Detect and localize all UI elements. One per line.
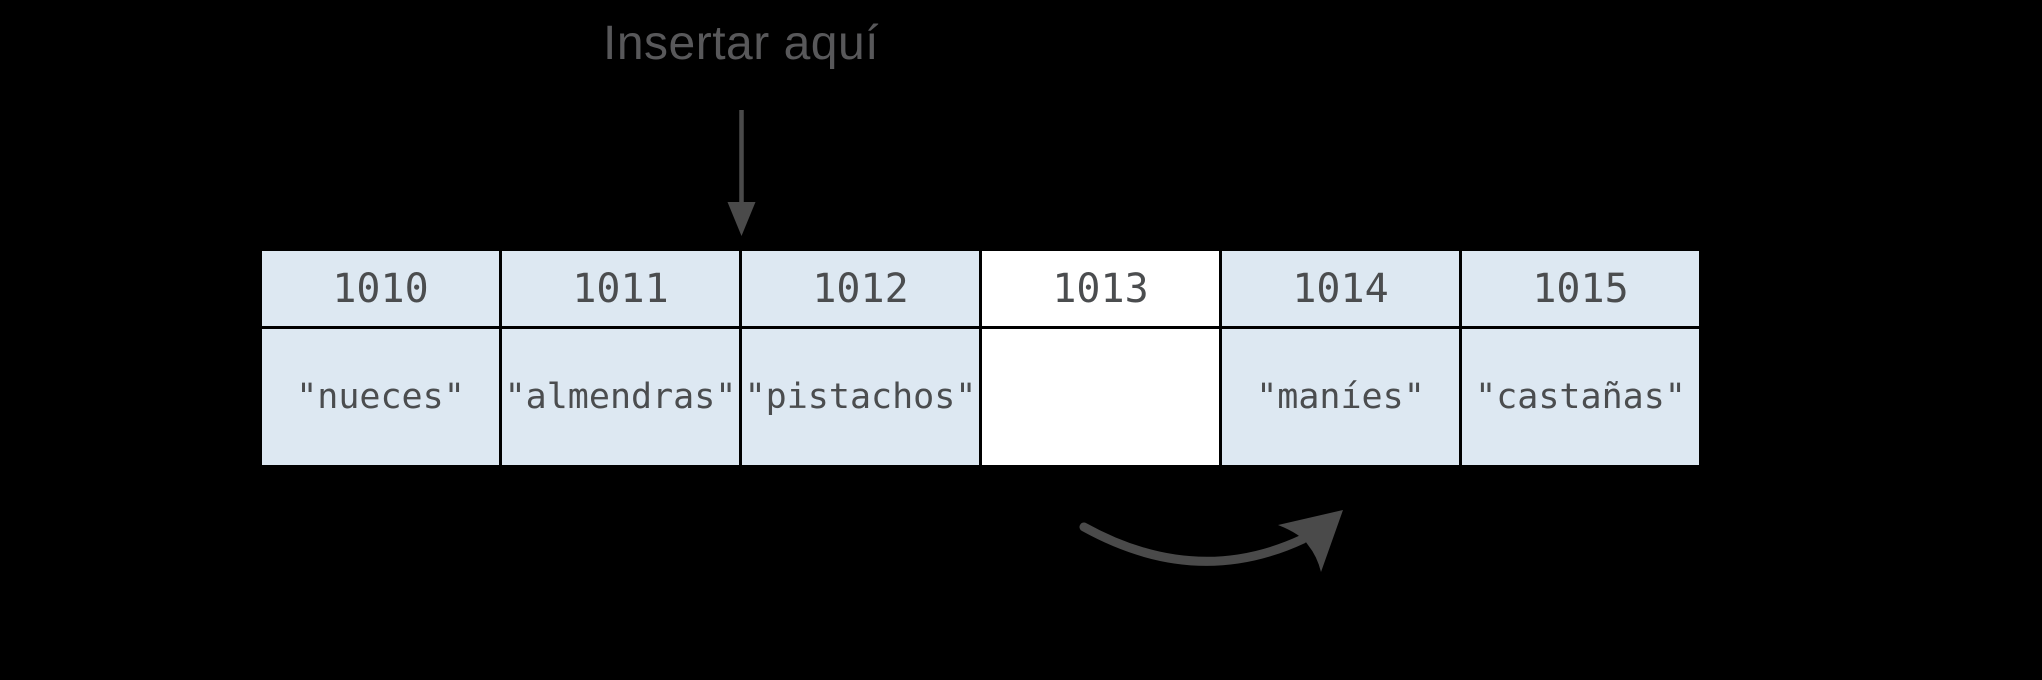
value-cell-1012: "pistachos" <box>742 329 979 465</box>
address-cell-1015: 1015 <box>1462 251 1699 326</box>
address-cell-1013: 1013 <box>982 251 1219 326</box>
value-cell-1011: "almendras" <box>502 329 739 465</box>
insert-here-label: Insertar aquí <box>603 17 879 70</box>
shift-right-arrow <box>1079 510 1343 572</box>
insert-position-arrow <box>727 110 756 236</box>
address-cell-1014: 1014 <box>1222 251 1459 326</box>
address-cell-1012: 1012 <box>742 251 979 326</box>
value-cell-1013 <box>982 329 1219 465</box>
address-cell-1011: 1011 <box>502 251 739 326</box>
value-cell-1010: "nueces" <box>262 329 499 465</box>
value-cell-1015: "castañas" <box>1462 329 1699 465</box>
address-cell-1010: 1010 <box>262 251 499 326</box>
value-cell-1014: "maníes" <box>1222 329 1459 465</box>
